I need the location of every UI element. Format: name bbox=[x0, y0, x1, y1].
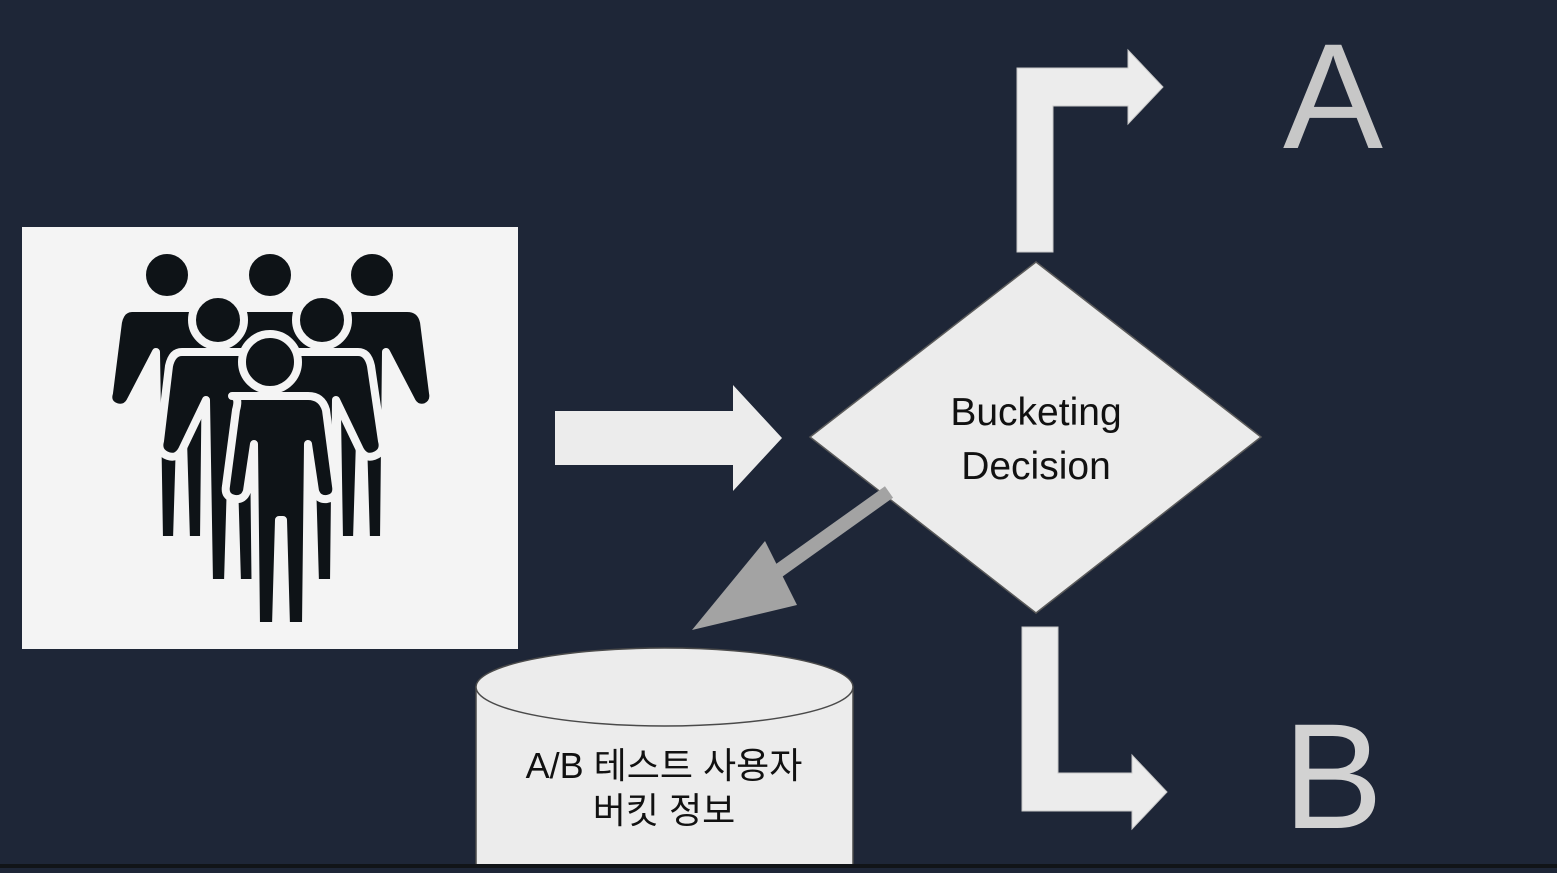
arrow-to-b bbox=[1021, 626, 1168, 831]
input-arrow bbox=[555, 385, 782, 491]
storage-arrow-head bbox=[692, 541, 797, 630]
outcome-b-label: B bbox=[1283, 692, 1383, 860]
cylinder-top bbox=[475, 647, 854, 727]
outcome-a-label: A bbox=[1283, 12, 1383, 180]
people-group-icon bbox=[104, 246, 438, 630]
decision-label-line2: Decision bbox=[961, 445, 1111, 488]
arrow-to-a bbox=[1016, 48, 1164, 253]
decision-diamond bbox=[808, 261, 1263, 614]
decision-label-line1: Bucketing bbox=[950, 391, 1121, 434]
bottom-edge bbox=[0, 864, 1557, 868]
storage-label-line2: 버킷 정보 bbox=[593, 790, 735, 831]
person-front bbox=[221, 330, 341, 630]
storage-cylinder bbox=[475, 647, 854, 869]
storage-label-line1: A/B 테스트 사용자 bbox=[526, 745, 803, 786]
storage-arrow-shaft bbox=[755, 486, 894, 590]
